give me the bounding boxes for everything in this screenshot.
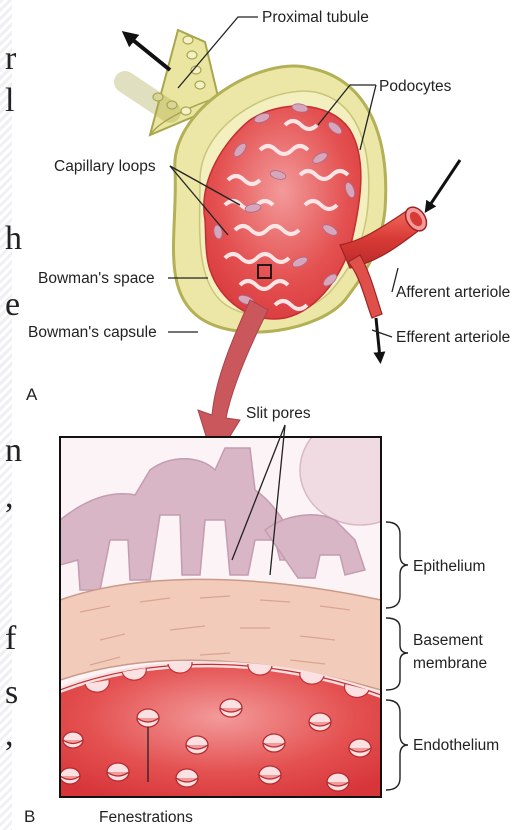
bracket-basement-membrane xyxy=(386,618,408,690)
label-endothelium: Endothelium xyxy=(413,737,499,754)
label-podocytes: Podocytes xyxy=(379,78,452,95)
panel-letter-a: A xyxy=(26,385,38,404)
label-efferent-arteriole: Efferent arteriole xyxy=(396,329,510,346)
panel-letter-b: B xyxy=(24,807,35,826)
label-epithelium: Epithelium xyxy=(413,558,485,575)
panel-a: Proximal tubule Podocytes Capillary loop… xyxy=(26,9,510,462)
bracket-epithelium xyxy=(386,522,408,608)
label-basement-membrane-line1: Basement xyxy=(413,632,483,649)
panel-b: Slit pores Epithelium Basement membrane … xyxy=(24,405,499,826)
label-slit-pores: Slit pores xyxy=(246,405,311,422)
label-proximal-tubule: Proximal tubule xyxy=(262,9,369,26)
label-capillary-loops: Capillary loops xyxy=(54,158,156,175)
bracket-endothelium xyxy=(386,700,408,790)
label-fenestrations: Fenestrations xyxy=(99,809,193,826)
label-afferent-arteriole: Afferent arteriole xyxy=(396,284,510,301)
label-bowmans-capsule: Bowman's capsule xyxy=(28,324,157,341)
label-bowmans-space: Bowman's space xyxy=(38,270,155,287)
label-basement-membrane-line2: membrane xyxy=(413,655,487,672)
